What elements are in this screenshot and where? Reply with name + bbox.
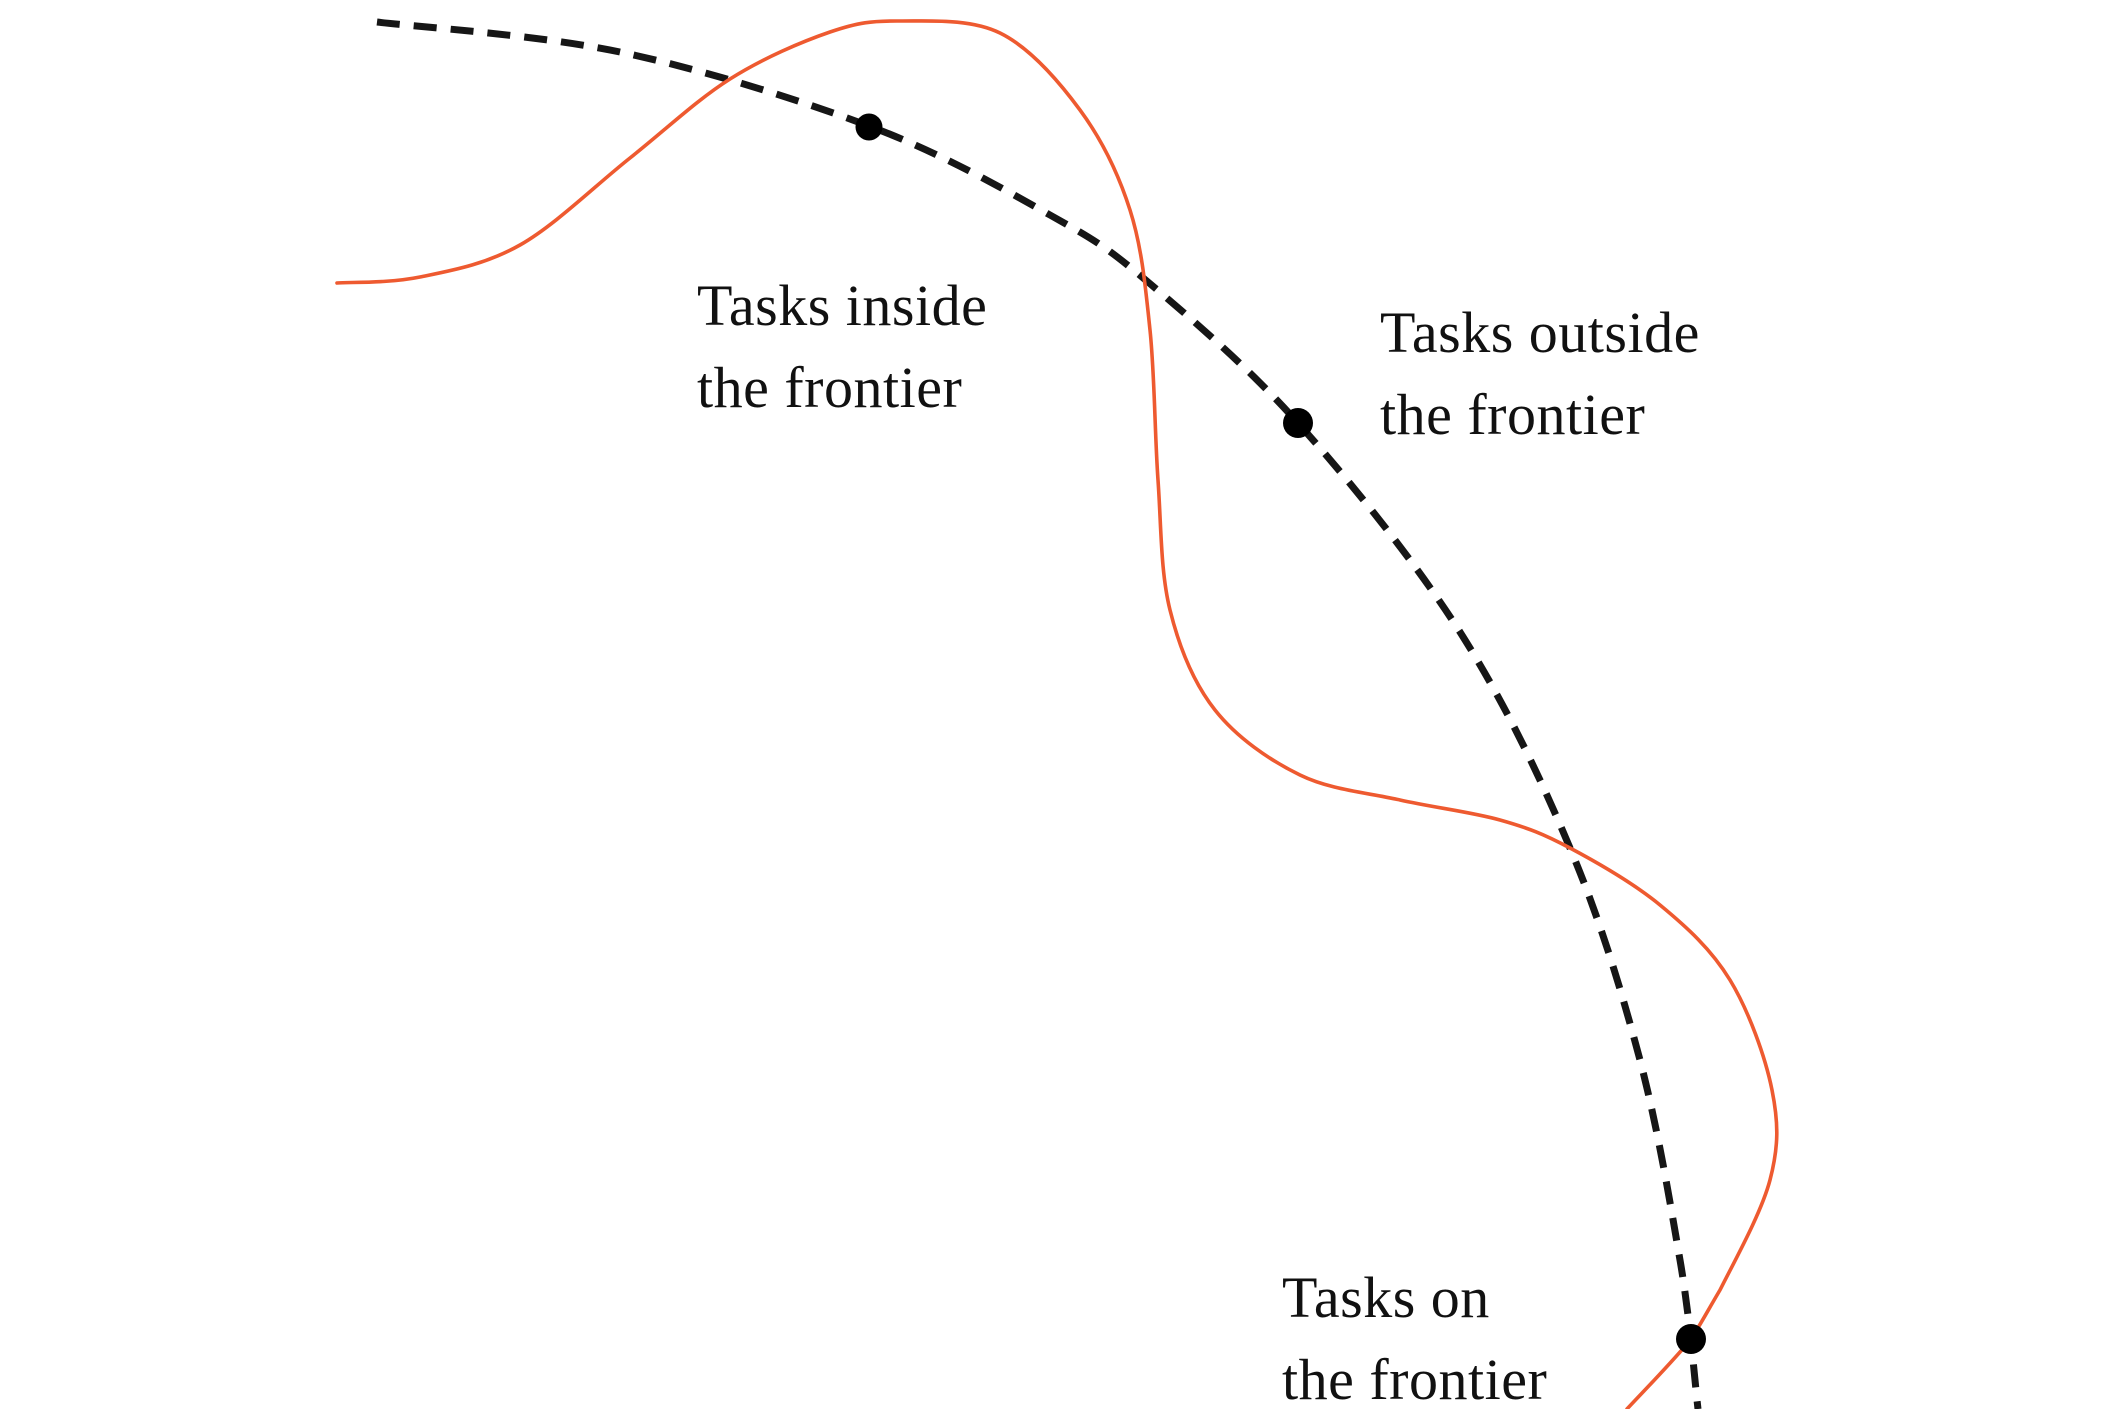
capability-wavy-curve — [335, 19, 1779, 1409]
label-tasks-on-frontier: Tasks on the frontier — [1282, 1257, 1547, 1421]
task-point-outside-frontier — [1283, 408, 1313, 438]
label-line: Tasks outside — [1380, 300, 1700, 365]
label-tasks-inside-frontier: Tasks inside the frontier — [697, 265, 987, 429]
task-point-inside-frontier — [855, 113, 883, 141]
label-tasks-outside-frontier: Tasks outside the frontier — [1380, 292, 1700, 456]
label-line: the frontier — [1282, 1347, 1548, 1412]
label-line: Tasks inside — [697, 273, 988, 338]
label-line: the frontier — [1380, 382, 1646, 447]
task-point-on-frontier — [1676, 1324, 1706, 1354]
frontier-dashed-curve — [376, 18, 1702, 1409]
label-line: the frontier — [697, 355, 963, 420]
label-line: Tasks on — [1282, 1265, 1490, 1330]
